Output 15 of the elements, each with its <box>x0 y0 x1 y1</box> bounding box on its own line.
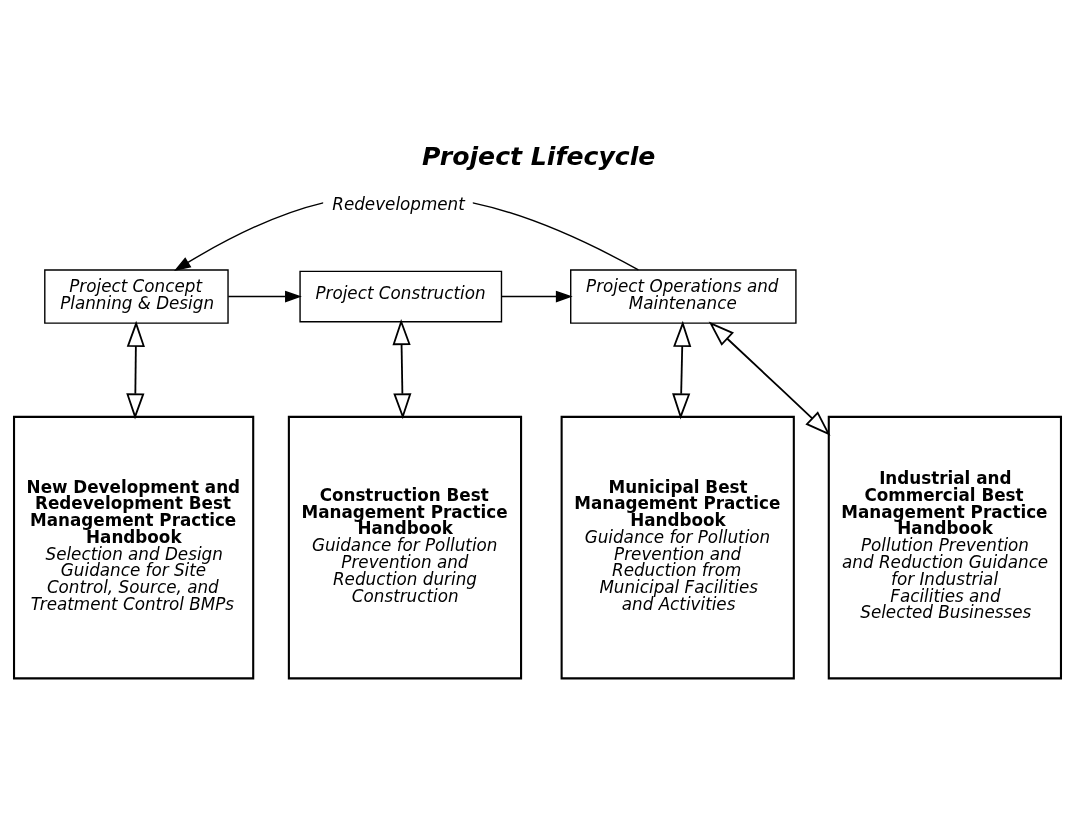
node-box: Project Concept Planning & Design <box>44 269 229 324</box>
arrow <box>227 290 302 303</box>
arrow <box>672 320 692 420</box>
node-box: Project Construction <box>299 270 503 323</box>
node-box: Industrial and Commercial Best Management Practice Handbook Pollution Prevention and Reduction Guidance for Industrial Facilities and Selected Businesses <box>827 415 1062 680</box>
node-box: Municipal Best Management Practice Handbook Guidance for Pollution Prevention and Reduction from Municipal Facilities and Activities <box>560 415 795 680</box>
node-box: Construction Best Management Practice Handbook Guidance for Pollution Prevention and Reduction during Construction <box>287 415 523 680</box>
arrow <box>126 320 145 420</box>
edge-label: Redevelopment <box>332 193 465 214</box>
arrow <box>501 290 573 303</box>
diagram-title: Project Lifecycle <box>422 141 656 171</box>
arrow <box>392 319 412 420</box>
node-box: Project Operations and Maintenance <box>570 269 797 324</box>
node-box: New Development and Redevelopment Best Management Practice Handbook Selection and Design Guidance for Site Control, Source, and Treatment Control BMPs <box>12 415 255 680</box>
arrow <box>708 321 831 436</box>
